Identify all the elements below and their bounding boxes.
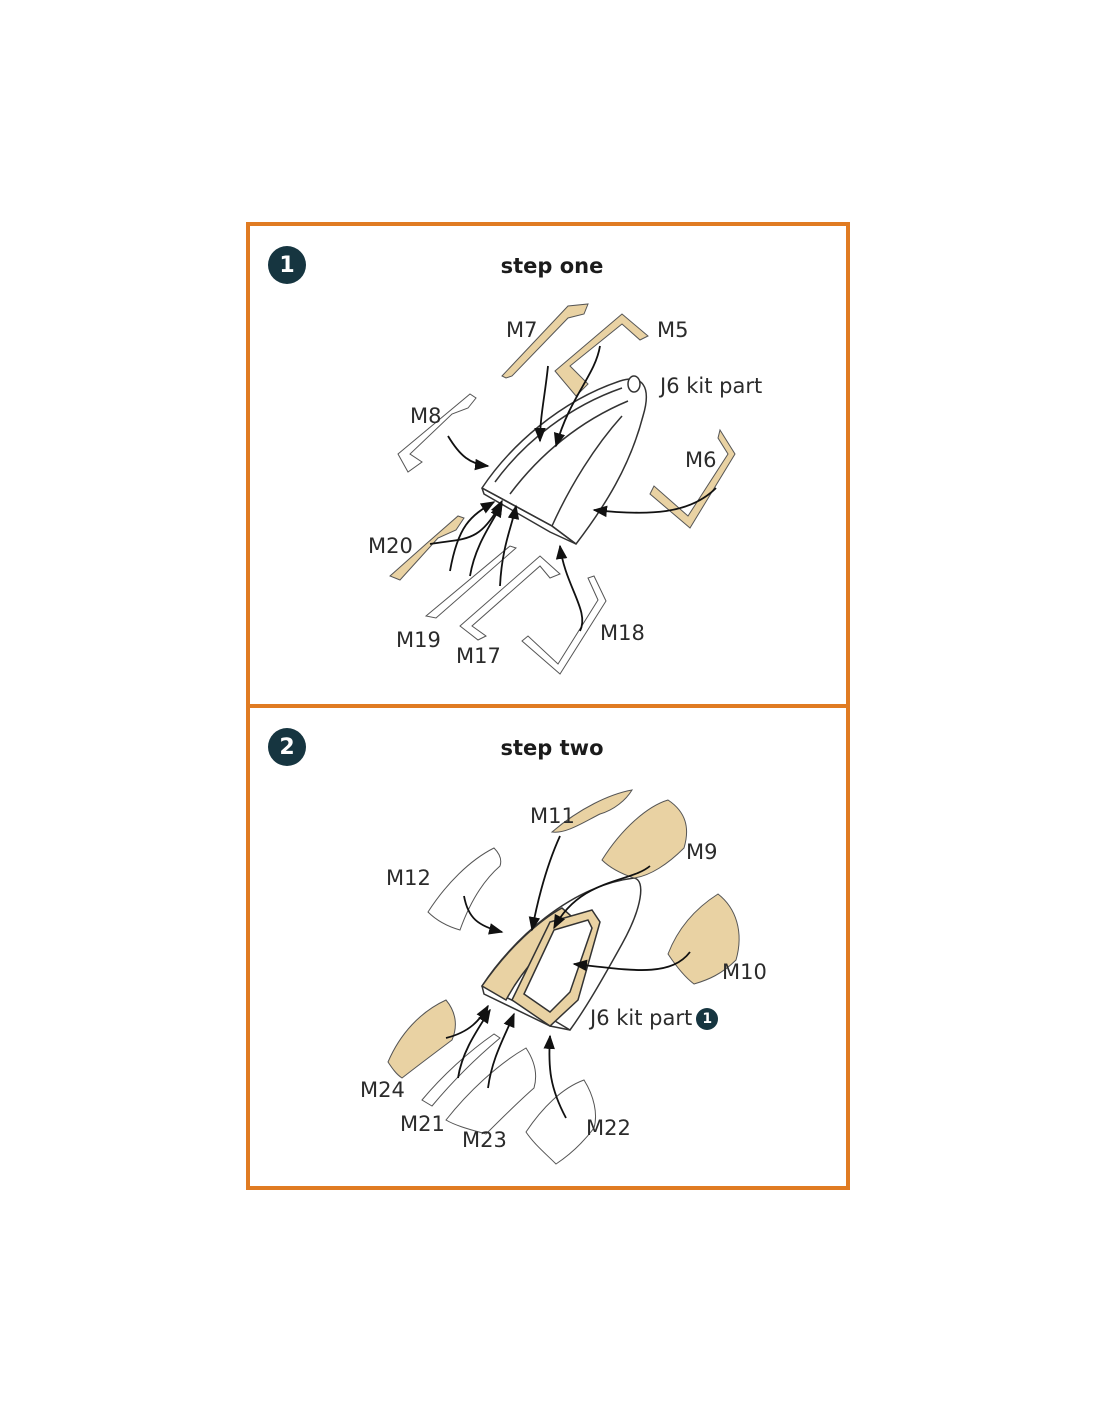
step-one-diagram (389, 303, 736, 675)
label-m22: M22 (586, 1116, 631, 1140)
step-number-badge: 1 (268, 246, 306, 284)
mask-m7 (501, 303, 589, 379)
label-m21: M21 (400, 1112, 445, 1136)
label-m23: M23 (462, 1128, 507, 1152)
mask-m9 (601, 799, 688, 879)
canopy-j6-part (480, 375, 648, 546)
canopy-j6-part (480, 877, 642, 1031)
label-m5: M5 (657, 318, 689, 342)
step-one-panel: 1 step one M7 M5 J6 kit part M8 M6 M20 M… (246, 222, 850, 708)
label-m17: M17 (456, 644, 501, 668)
mask-m17 (459, 555, 561, 641)
mask-m22 (525, 1079, 597, 1165)
label-m10: M10 (722, 960, 767, 984)
label-m20: M20 (368, 534, 413, 558)
label-m6: M6 (685, 448, 717, 472)
mask-m24 (387, 999, 456, 1079)
label-m12: M12 (386, 866, 431, 890)
label-m11: M11 (530, 804, 575, 828)
mask-m10 (667, 893, 740, 985)
step-reference-badge: 1 (696, 1008, 719, 1030)
mask-m12 (427, 847, 502, 931)
step-title: step one (500, 254, 604, 278)
label-m19: M19 (396, 628, 441, 652)
mask-m21 (421, 1033, 501, 1107)
label-m7: M7 (506, 318, 538, 342)
label-m18: M18 (600, 621, 645, 645)
label-j6-kit-part: J6 kit part (660, 374, 763, 398)
step-number-badge: 2 (268, 728, 306, 766)
mask-m18 (521, 575, 607, 675)
step-title: step two (500, 736, 604, 760)
label-m24: M24 (360, 1078, 405, 1102)
mask-m6 (649, 428, 736, 529)
mask-m19 (424, 545, 517, 619)
label-m9: M9 (686, 840, 718, 864)
mask-m11 (550, 789, 633, 833)
mask-m8 (397, 393, 477, 473)
assembly-arrows (429, 345, 717, 632)
instruction-sheet: 1 step one M7 M5 J6 kit part M8 M6 M20 M… (246, 222, 850, 1190)
label-m8: M8 (410, 404, 442, 428)
mask-m20 (389, 515, 465, 581)
step-two-diagram (387, 789, 740, 1165)
assembly-arrows (445, 835, 691, 1119)
